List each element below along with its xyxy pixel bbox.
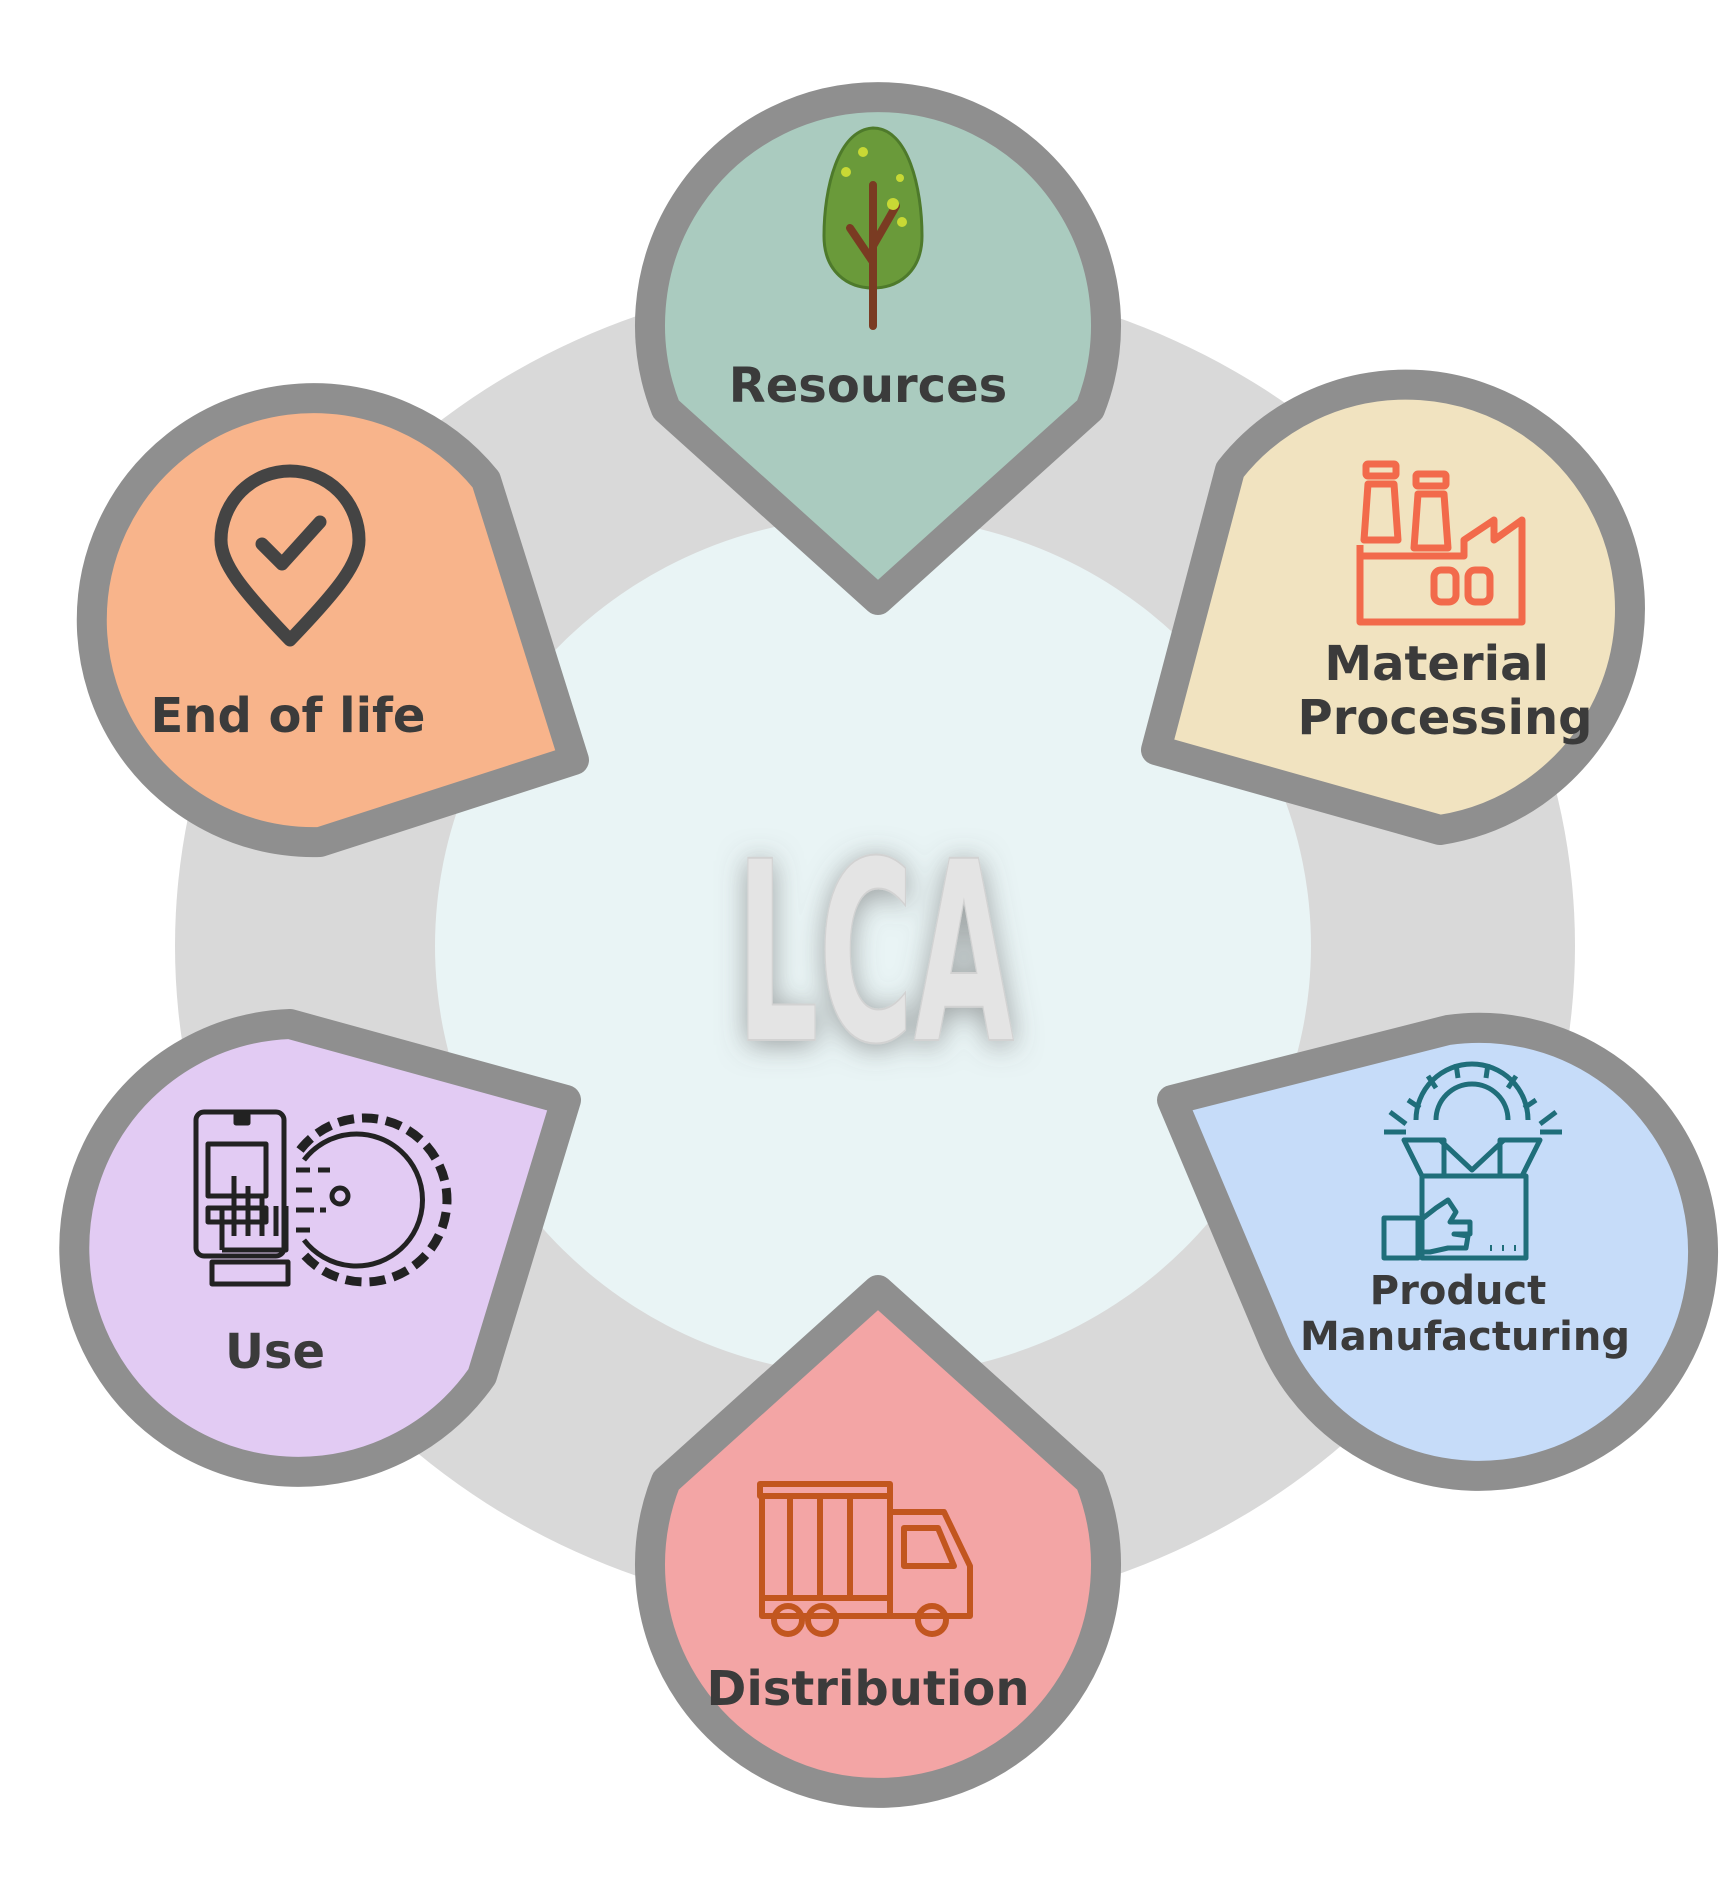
stage-label-material-processing: Material Processing xyxy=(1298,636,1593,746)
touchscreen-hand-gear-icon xyxy=(193,1109,452,1287)
stage-resources: Resources xyxy=(635,82,1121,615)
stage-label-use: Use xyxy=(225,1324,325,1380)
center-label-lca: LCA xyxy=(736,808,1014,1099)
tree-icon xyxy=(822,126,924,330)
stage-label-resources: Resources xyxy=(729,358,1007,414)
inner-disc xyxy=(435,516,1311,1376)
drop-shape-distribution xyxy=(635,1275,1121,1808)
drop-shape-resources xyxy=(635,82,1121,615)
stage-product-manufacturing: Product Manufacturing xyxy=(1157,1012,1719,1491)
manufacturing-box-gear-icon xyxy=(1381,1061,1562,1261)
delivery-truck-icon xyxy=(757,1481,973,1637)
stage-end-of-life: End of life xyxy=(76,383,589,858)
stage-distribution: Distribution xyxy=(635,1275,1121,1808)
stage-label-end-of-life: End of life xyxy=(151,688,426,744)
factory-icon xyxy=(1356,460,1526,626)
stage-label-distribution: Distribution xyxy=(706,1661,1029,1717)
stage-label-product-manufacturing: Product Manufacturing xyxy=(1300,1268,1630,1360)
stage-use: Use xyxy=(59,1009,581,1487)
drop-shape-end-of-life xyxy=(76,383,589,858)
drop-shape-material-processing xyxy=(1141,369,1645,845)
stage-material-processing: Material Processing xyxy=(1141,369,1645,845)
location-check-icon xyxy=(214,464,366,647)
